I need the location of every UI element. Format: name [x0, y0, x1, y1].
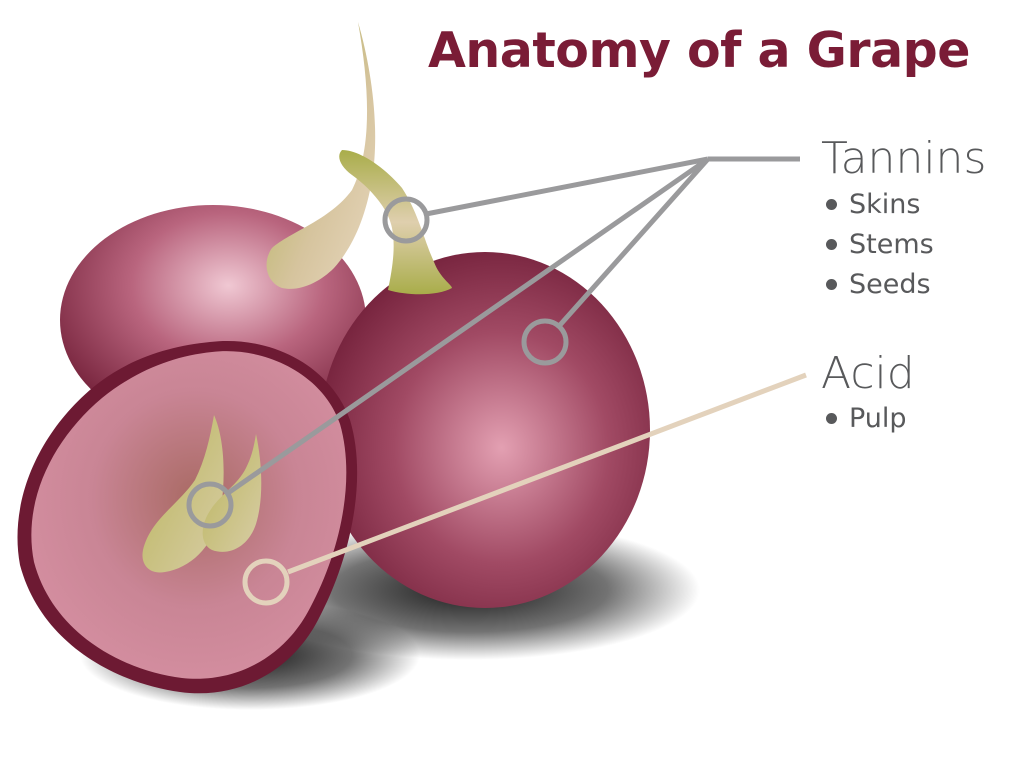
callout-skins: [521, 318, 569, 366]
tannins-heading: Tannins: [821, 133, 987, 184]
left-stem: [266, 22, 376, 289]
list-item: Seeds: [826, 264, 934, 304]
bullet-icon: [826, 198, 837, 210]
acid-heading: Acid: [821, 348, 915, 399]
list-item: Stems: [826, 224, 934, 264]
tannin-leader-lines: [226, 156, 800, 496]
tannins-list: Skins Stems Seeds: [826, 184, 934, 304]
bullet-icon: [826, 278, 837, 290]
list-item-label: Stems: [849, 228, 934, 260]
acid-leader-line: [287, 372, 807, 575]
right-stem: [339, 150, 452, 295]
page-title: Anatomy of a Grape: [428, 22, 970, 79]
callout-pulp: [242, 558, 290, 606]
list-item: Pulp: [826, 398, 907, 438]
list-item-label: Pulp: [849, 402, 907, 434]
right-grape: [320, 252, 650, 608]
bullet-icon: [826, 238, 837, 250]
callout-stems: [382, 196, 430, 244]
list-item-label: Skins: [849, 188, 921, 220]
list-item-label: Seeds: [849, 268, 931, 300]
callout-seeds: [186, 481, 234, 529]
acid-list: Pulp: [826, 398, 907, 438]
list-item: Skins: [826, 184, 934, 224]
bullet-icon: [826, 412, 837, 424]
